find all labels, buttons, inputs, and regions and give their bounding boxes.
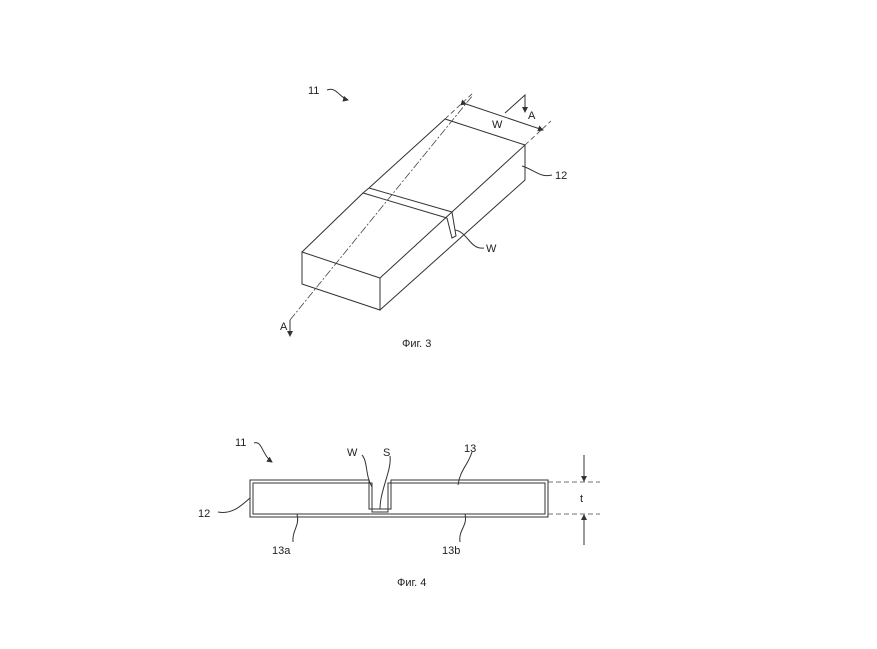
leader-weld [454,229,485,249]
label-weld: W [347,447,358,459]
figure-3: 11 12 W W A A Фиг. 3 [280,85,567,350]
centerline [289,94,474,321]
leader-12 [521,165,553,177]
width-dimension-arrow [460,99,544,132]
label-12: 12 [555,170,567,182]
dimension-extension-right [524,120,552,146]
leader-weld [361,454,373,488]
figure-4-caption: Фиг. 4 [397,577,426,589]
label-11: 11 [308,85,319,97]
label-13b: 13b [442,545,460,557]
label-thickness: t [580,493,583,505]
section-arrow-top [504,93,528,114]
figure-3-caption: Фиг. 3 [402,338,431,350]
leader-13 [457,451,473,486]
leader-11 [326,88,349,102]
leader-seam [379,455,391,510]
label-seam: S [383,447,390,459]
label-13a: 13a [272,545,291,557]
label-section-bottom: A [280,321,288,333]
label-section-top: A [528,110,536,122]
label-13: 13 [464,443,476,455]
label-width: W [492,119,503,131]
cross-section-outer [249,479,549,518]
label-weld: W [486,243,497,255]
figure-4: 11 W S 13 t 12 13a 13b Фиг. 4 [198,437,600,589]
leader-13a [292,513,299,543]
cross-section-inner [252,482,546,515]
leader-11 [253,442,273,463]
label-11: 11 [235,437,246,449]
dimension-extension-left [444,92,474,120]
leader-13b [459,513,467,543]
leader-12 [217,497,251,514]
label-12: 12 [198,508,210,520]
block-isometric [301,118,526,311]
